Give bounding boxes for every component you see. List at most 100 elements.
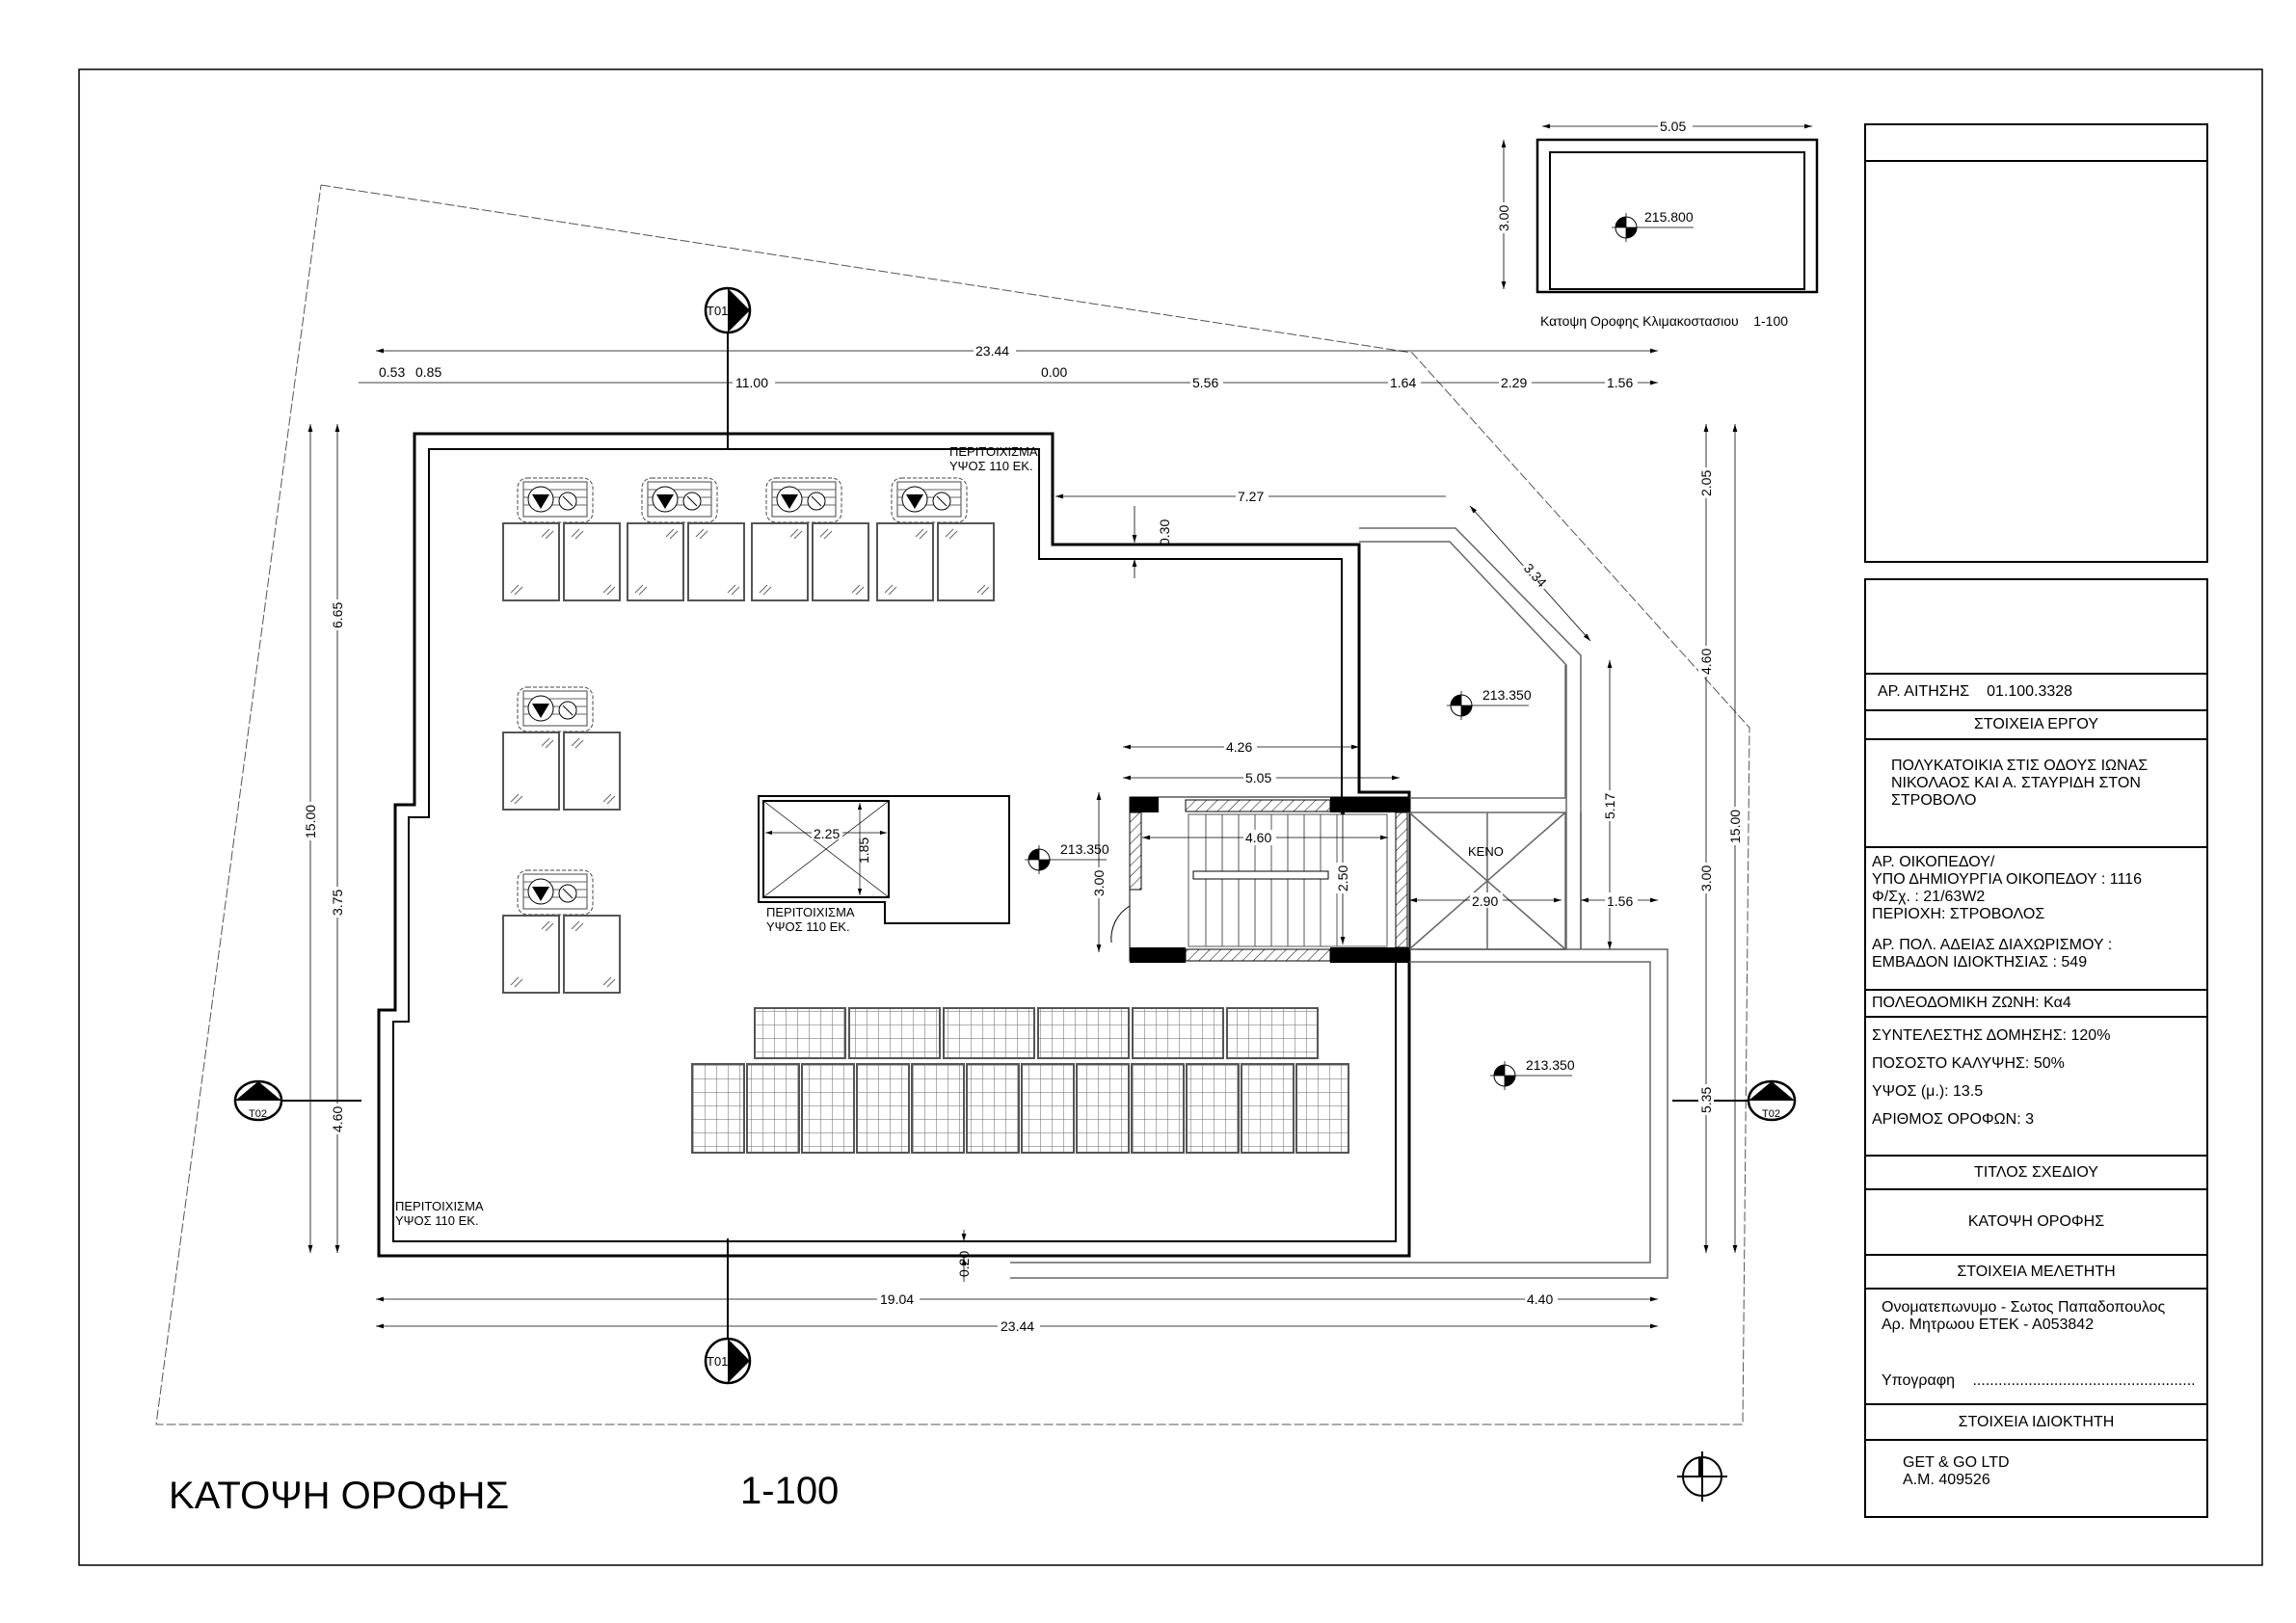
dim-left-1: 3.75 [330,890,345,916]
stair-roof-height-dim: 3.00 [1496,205,1511,231]
solar-panel [856,1063,910,1154]
dim-right-0: 2.05 [1698,470,1714,496]
terrace-outline [1010,527,1669,1279]
stair-roof-inset: 5.05 3.00 215.800 Κατοψη Οροφης Κλιμακοσ… [1496,119,1819,329]
title-block-top-header [1866,125,2206,162]
dim-top-5: 1.64 [1390,375,1416,390]
solar-panel [1076,1063,1130,1154]
ac-unit-icon [891,477,968,523]
application-label: ΑΡ. ΑΙΤΗΣΗΣ [1878,683,1970,700]
dim-4-26: 4.26 [1226,739,1252,755]
project-description: ΠΟΛΥΚΑΤΟΙΚΙΑ ΣΤΙΣ ΟΔΟΥΣ ΙΩΝΑΣ ΝΙΚΟΛΑΟΣ Κ… [1866,740,2206,848]
solar-panel [1037,1007,1130,1059]
skylight-parapet-label-2: ΥΨΟΣ 110 ΕΚ. [766,919,850,934]
dim-bottom-total: 23.44 [1001,1318,1034,1334]
panel-pair [502,732,621,811]
dim-4-60: 4.60 [1245,830,1271,845]
solar-panel [1131,1063,1185,1154]
solar-panel [746,1063,800,1154]
dim-right-3: 5.35 [1698,1087,1714,1113]
skylight-height-dim: 1.85 [856,838,871,864]
drawing-title: ΚΑΤΟΨΗ ΟΡΟΦΗΣ [1866,1190,2206,1256]
ac-unit-icon [517,869,594,916]
dim-2-50: 2.50 [1335,865,1350,891]
parapet-label-1: ΠΕΡΙΤΟΙΧΙΣΜΑ [949,444,1038,459]
ac-unit-icon [517,686,594,732]
dim-top-total: 23.44 [975,343,1009,359]
zone-row: ΠΟΛΕΟΔΟΜΙΚΗ ΖΩΝΗ: Κα4 [1866,991,2206,1018]
title-block: ΑΡ. ΑΙΤΗΣΗΣ 01.100.3328 ΣΤΟΙΧΕΙΑ ΕΡΓΟΥ Π… [1864,578,2208,1518]
sheet-border [78,68,2263,1566]
stair-core [1110,796,1410,963]
parapet-label-3: ΠΕΡΙΤΟΙΧΙΣΜΑ [395,1199,484,1213]
dim-2-90: 2.90 [1472,893,1498,909]
svg-text:213.350: 213.350 [1526,1057,1575,1073]
solar-panel [911,1063,965,1154]
application-row: ΑΡ. ΑΙΤΗΣΗΣ 01.100.3328 [1866,675,2206,711]
solar-panel [801,1063,855,1154]
drawing-title-header: ΤΙΤΛΟΣ ΣΧΕΔΙΟΥ [1866,1157,2206,1190]
dim-5-05: 5.05 [1245,770,1271,785]
dim-bottom-0: 19.04 [880,1291,914,1307]
engineer-header: ΣΤΟΙΧΕΙΑ ΜΕΛΕΤΗΤΗ [1866,1256,2206,1290]
project-header: ΣΤΟΙΧΕΙΑ ΕΡΓΟΥ [1866,711,2206,740]
panel-pair [627,522,745,601]
building-outline [377,432,1411,1258]
ac-unit-icon [641,477,718,523]
panel-pair [502,522,621,601]
ac-unit-icon [765,477,842,523]
section-mark-t01-top-icon: T01 [704,286,752,334]
solar-panel [848,1007,941,1059]
parapet-label-2: ΥΨΟΣ 110 ΕΚ. [949,459,1033,473]
section-mark-t02-left-icon: T02 [233,1079,283,1122]
solar-panel [1241,1063,1295,1154]
title-block-top [1864,123,2208,563]
dim-left-total: 15.00 [303,805,318,838]
void-label: ΚΕΝΟ [1468,844,1504,859]
section-mark-t01-bottom-icon: T01 [704,1337,752,1385]
solar-panel [691,1063,745,1154]
dim-right-total: 15.00 [1727,810,1743,843]
plot-details: ΑΡ. ΟΙΚΟΠΕΔΟΥ/ ΥΠΟ ΔΗΜΙΟΥΡΓΙΑ ΟΙΚΟΠΕΔΟΥ … [1866,848,2206,991]
panel-pair [751,522,869,601]
owner-details: GET & GO LTD A.M. 409526 [1903,1454,2010,1488]
stair-roof-width-dim: 5.05 [1660,119,1686,134]
drawing-main-title: ΚΑΤΟΨΗ ΟΡΟΦΗΣ [169,1475,509,1517]
panel-pair [876,522,995,601]
level-mark-2: 213.350 [1446,687,1532,721]
dim-1-56: 1.56 [1607,893,1633,909]
title-block-blank [1866,580,2206,675]
dim-bottom-1: 4.40 [1527,1291,1553,1307]
target-symbol-icon [1677,1451,1727,1502]
dim-left-0: 6.65 [330,602,345,628]
stair-roof-level: 215.800 [1644,209,1694,225]
panel-pair [502,915,621,994]
plot-boundary [155,184,1750,1425]
dim-3-00: 3.00 [1091,870,1107,896]
solar-panel [1132,1007,1224,1059]
skylight-width-dim: 2.25 [814,826,840,841]
svg-text:T02: T02 [1762,1108,1780,1120]
dim-right-1: 4.60 [1698,649,1714,675]
dim-right-2: 3.00 [1698,865,1714,891]
solar-panel [943,1007,1035,1059]
svg-text:T01: T01 [707,304,728,318]
skylight: 2.25 1.85 ΠΕΡΙΤΟΙΧΙΣΜΑ ΥΨΟΣ 110 ΕΚ. [758,795,1010,934]
ac-unit-icon [517,477,594,523]
dim-top-6: 2.29 [1501,375,1527,390]
solar-panel [1021,1063,1075,1154]
solar-panel [1186,1063,1240,1154]
svg-text:213.350: 213.350 [1482,687,1532,703]
solar-panel [1226,1007,1319,1059]
engineer-details: Ονοματεπωνυμο - Σωτος Παπαδοπουλος Αρ. Μ… [1866,1290,2206,1405]
svg-text:213.350: 213.350 [1060,841,1109,857]
solar-panels [691,1007,1349,1154]
owner-header: ΣΤΟΙΧΕΙΑ ΙΔΙΟΚΤΗΤΗ [1866,1405,2206,1441]
skylight-parapet-label-1: ΠΕΡΙΤΟΙΧΙΣΜΑ [766,905,855,919]
drawing-main-scale: 1-100 [740,1470,839,1512]
solar-panel [1295,1063,1349,1154]
dim-top-1: 0.85 [415,364,441,380]
dim-top-7: 1.56 [1607,375,1633,390]
building-params: ΣΥΝΤΕΛΕΣΤΗΣ ΔΟΜΗΣΗΣ: 120% ΠΟΣΟΣΤΟ ΚΑΛΥΨΗ… [1866,1018,2206,1157]
